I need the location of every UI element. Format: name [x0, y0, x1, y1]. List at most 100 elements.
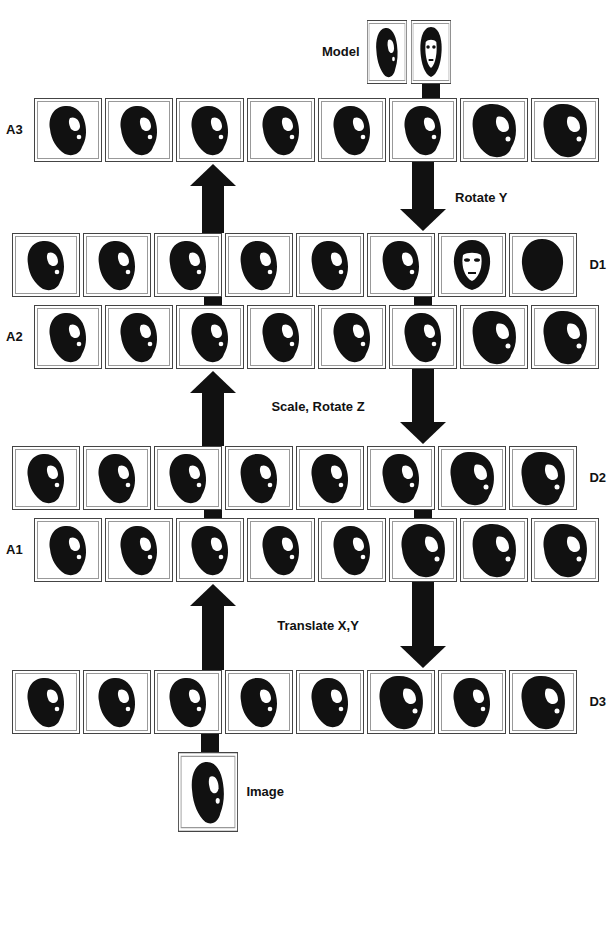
image-group: Image	[176, 752, 288, 832]
face-frame	[368, 447, 435, 510]
face-frame	[411, 21, 450, 84]
transform-label: Rotate Y	[452, 189, 511, 207]
link-bar	[414, 297, 432, 305]
link-bar	[204, 510, 222, 518]
link-bar	[204, 297, 222, 305]
face-frame	[248, 519, 315, 582]
face-frame	[177, 519, 244, 582]
face-frame	[106, 519, 173, 582]
arrow-head	[400, 209, 446, 231]
face-frame	[13, 671, 80, 734]
face-frame	[35, 519, 102, 582]
row-label: D3	[589, 694, 606, 710]
stage-row: A3	[2, 98, 602, 162]
link-bar	[213, 297, 214, 305]
face-frame	[155, 234, 222, 297]
face-frame	[84, 671, 151, 734]
face-frame	[390, 519, 457, 582]
face-frame	[35, 99, 102, 162]
link-bar	[414, 510, 432, 518]
link-bar	[213, 510, 214, 518]
face-frame	[439, 234, 506, 297]
face-frame	[461, 306, 528, 369]
stage-row: D1	[10, 233, 610, 297]
flow-arrow	[190, 584, 236, 670]
face-frame	[248, 306, 315, 369]
face-frame	[106, 99, 173, 162]
arrow-head	[400, 646, 446, 668]
row-label: Model	[322, 44, 360, 60]
face-frame	[461, 99, 528, 162]
transform-label: Scale, Rotate Z	[268, 398, 367, 416]
row-label: D1	[589, 257, 606, 273]
face-frame	[297, 447, 364, 510]
stage-row: A1	[2, 518, 602, 582]
link-bar	[431, 84, 432, 98]
row-label: Image	[246, 784, 284, 800]
arrow-head	[190, 371, 236, 393]
face-frame	[319, 99, 386, 162]
face-frame	[297, 234, 364, 297]
link-bar	[201, 734, 219, 752]
face-frame	[367, 21, 406, 84]
face-frame	[155, 447, 222, 510]
model-group: Model	[318, 20, 452, 84]
stage-row: A2	[2, 305, 602, 369]
face-frame	[178, 753, 237, 832]
face-frame	[297, 671, 364, 734]
face-frame	[510, 447, 577, 510]
row-label: D2	[589, 470, 606, 486]
face-frame	[439, 447, 506, 510]
arrow-shaft	[202, 186, 224, 233]
flow-arrow	[400, 582, 446, 668]
face-frame	[510, 234, 577, 297]
face-frame	[155, 671, 222, 734]
row-label: A1	[6, 542, 23, 558]
face-frame	[177, 306, 244, 369]
face-frame	[35, 306, 102, 369]
face-frame	[532, 99, 599, 162]
arrow-shaft	[412, 582, 434, 646]
face-frame	[106, 306, 173, 369]
transform-label: Translate X,Y	[274, 617, 362, 635]
arrow-head	[190, 584, 236, 606]
flow-arrow	[190, 164, 236, 233]
face-frame	[390, 99, 457, 162]
face-frame	[461, 519, 528, 582]
face-frame	[84, 447, 151, 510]
stage-row: D2	[10, 446, 610, 510]
face-frame	[368, 234, 435, 297]
flow-arrow	[400, 369, 446, 444]
face-frame	[532, 306, 599, 369]
link-bar	[423, 297, 424, 305]
face-frame	[319, 519, 386, 582]
face-frame	[13, 234, 80, 297]
row-label: A2	[6, 329, 23, 345]
face-frame	[390, 306, 457, 369]
face-frame	[13, 447, 80, 510]
face-frame	[226, 671, 293, 734]
face-frame	[319, 306, 386, 369]
face-frame	[439, 671, 506, 734]
face-frame	[248, 99, 315, 162]
face-frame	[177, 99, 244, 162]
face-frame	[532, 519, 599, 582]
arrow-shaft	[412, 162, 434, 209]
arrow-shaft	[202, 606, 224, 670]
stage-row: D3	[10, 670, 610, 734]
face-frame	[510, 671, 577, 734]
face-frame	[84, 234, 151, 297]
arrow-shaft	[412, 369, 434, 422]
arrow-head	[190, 164, 236, 186]
arrow-shaft	[202, 393, 224, 446]
link-bar	[423, 510, 424, 518]
flow-arrow	[400, 162, 446, 231]
link-bar	[210, 734, 211, 752]
face-frame	[368, 671, 435, 734]
row-label: A3	[6, 122, 23, 138]
link-bar	[422, 84, 440, 98]
arrow-head	[400, 422, 446, 444]
